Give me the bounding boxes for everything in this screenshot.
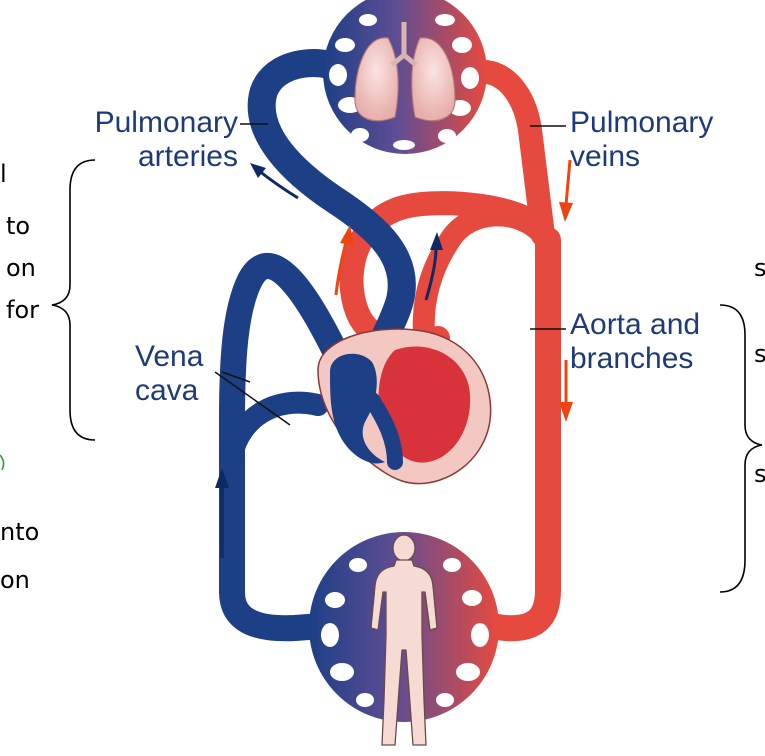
left-fragment-3: on [6, 254, 36, 282]
left-brace [52, 160, 95, 440]
right-fragment-3: s [754, 460, 765, 488]
right-fragment-2: s [754, 340, 765, 368]
label-vena-cava-line2: cava [135, 374, 203, 408]
green-bracket [0, 455, 4, 470]
left-fragment-6: on [0, 566, 30, 594]
left-fragment-2: to [6, 212, 30, 240]
label-pulmonary-veins: Pulmonary veins [570, 106, 713, 174]
left-fragment-1: l [0, 160, 7, 188]
label-aorta-branches: Aorta and branches [570, 308, 700, 376]
pulmonary-capillaries [323, 0, 487, 154]
label-pulmonary-veins-line1: Pulmonary [570, 106, 713, 140]
label-pulmonary-arteries-line1: Pulmonary [60, 106, 238, 140]
label-vena-cava-line1: Vena [135, 340, 203, 374]
label-pulmonary-veins-line2: veins [570, 140, 713, 174]
label-aorta-line1: Aorta and [570, 308, 700, 342]
right-fragment-1: s [754, 254, 765, 282]
label-pulmonary-arteries: Pulmonary arteries [60, 106, 238, 174]
label-vena-cava: Vena cava [135, 340, 203, 408]
left-fragment-5: nto [0, 518, 39, 546]
left-fragment-4: for [6, 296, 39, 324]
heart [318, 329, 491, 484]
label-pulmonary-arteries-line2: arteries [60, 140, 238, 174]
label-aorta-line2: branches [570, 342, 700, 376]
